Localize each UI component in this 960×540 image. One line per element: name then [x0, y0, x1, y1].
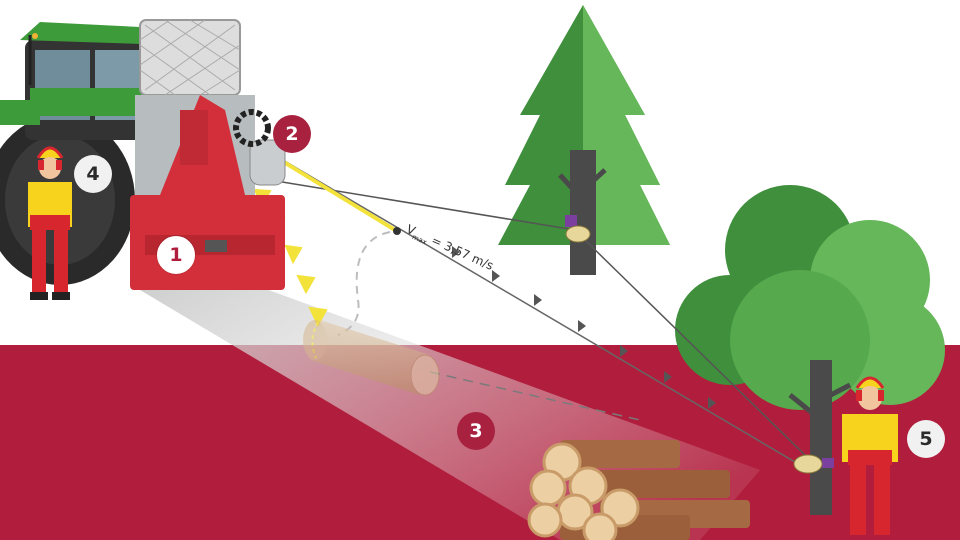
worker-right: [842, 376, 898, 535]
rope-to-pine: [269, 179, 576, 231]
rope-point: [393, 227, 401, 235]
label-operator: 4: [74, 155, 112, 193]
label-skidding: 3: [457, 412, 495, 450]
lift-arc: [337, 231, 391, 336]
label-rope-guide: 2: [273, 115, 311, 153]
winch: [130, 19, 286, 290]
moving-log: [303, 320, 440, 396]
label-winch: 1: [157, 236, 195, 274]
worker-left: [28, 146, 72, 300]
drag-line: [429, 371, 641, 421]
log-pile: [527, 440, 750, 540]
pulley-oak: [793, 454, 834, 474]
rope-arrows: [452, 246, 716, 409]
label-assistant: 5: [907, 420, 945, 458]
pulley-pine: [565, 215, 591, 243]
pine-tree: [498, 5, 670, 275]
deciduous-tree: [675, 185, 945, 515]
rope-pine-to-oak: [584, 239, 811, 461]
